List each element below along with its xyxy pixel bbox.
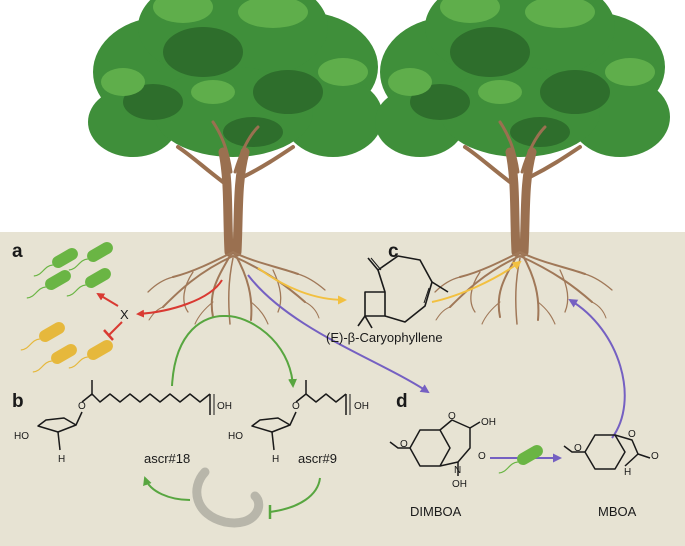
ascr9-ring-o: O — [292, 402, 300, 412]
ascr18-oh: OH — [217, 402, 232, 412]
mboa-nh: H — [624, 468, 631, 478]
mboa-label: MBOA — [598, 505, 636, 518]
dimboa-carbonyl-o: O — [478, 452, 486, 462]
ascr18-h: H — [58, 455, 65, 465]
ascr9-oh: OH — [354, 402, 369, 412]
dimboa-label: DIMBOA — [410, 505, 461, 518]
panel-label-b: b — [12, 392, 24, 411]
caryophyllene-label: (E)-β-Caryophyllene — [326, 331, 443, 344]
dimboa-methoxy-o: O — [400, 440, 408, 450]
dimboa-oh-n: OH — [452, 480, 467, 490]
panel-label-c: c — [388, 242, 399, 261]
ascr18-label: ascr#18 — [144, 452, 190, 465]
ascr9-label: ascr#9 — [298, 452, 337, 465]
panel-label-a: a — [12, 242, 23, 261]
mboa-methoxy-o: O — [574, 444, 582, 454]
ascr9-ho: HO — [228, 432, 243, 442]
ascr18-ho: HO — [14, 432, 29, 442]
mboa-ring-o: O — [628, 430, 636, 440]
dimboa-n: N — [454, 466, 461, 476]
ascr9-h: H — [272, 455, 279, 465]
dimboa-oh-top: OH — [481, 418, 496, 428]
panel-label-d: d — [396, 392, 408, 411]
unknown-compound-x: X — [120, 308, 129, 321]
dimboa-ring-o: O — [448, 412, 456, 422]
ascr18-ring-o: O — [78, 402, 86, 412]
mboa-carbonyl-o: O — [651, 452, 659, 462]
